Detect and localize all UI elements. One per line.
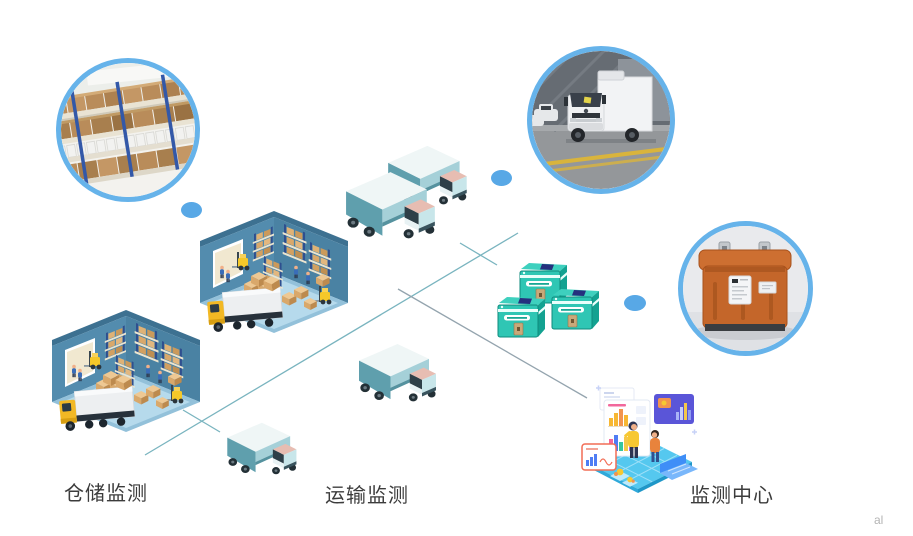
cooler-box-illustration-2 — [497, 296, 546, 338]
incubator-box-photo — [683, 226, 808, 351]
warehouse-shelves-photo — [61, 63, 195, 197]
isometric-warehouse-illustration-2 — [50, 309, 204, 447]
isometric-warehouse-illustration-1 — [198, 210, 352, 348]
stage-label-warehouse: 仓储监测 — [64, 483, 148, 505]
monitoring-center-illustration — [581, 384, 699, 494]
connector-line-cross-top — [459, 242, 498, 266]
incubator-photo-circle — [678, 221, 813, 356]
warehouse-photo-circle — [56, 58, 200, 202]
blue-connector-dot-2 — [491, 170, 512, 186]
delivery-truck-illustration-4 — [227, 422, 297, 475]
delivery-truck-illustration-1 — [346, 172, 435, 239]
truck-photo-circle — [527, 46, 675, 194]
watermark: al — [874, 513, 884, 527]
refrigerated-truck-photo — [532, 51, 670, 189]
stage-label-transport: 运输监测 — [325, 485, 409, 507]
cooler-box-illustration-3 — [551, 288, 600, 330]
delivery-truck-illustration-3 — [359, 344, 436, 402]
stage-label-center: 监测中心 — [690, 485, 774, 507]
blue-connector-dot-1 — [181, 202, 202, 218]
blue-connector-dot-3 — [624, 295, 646, 311]
